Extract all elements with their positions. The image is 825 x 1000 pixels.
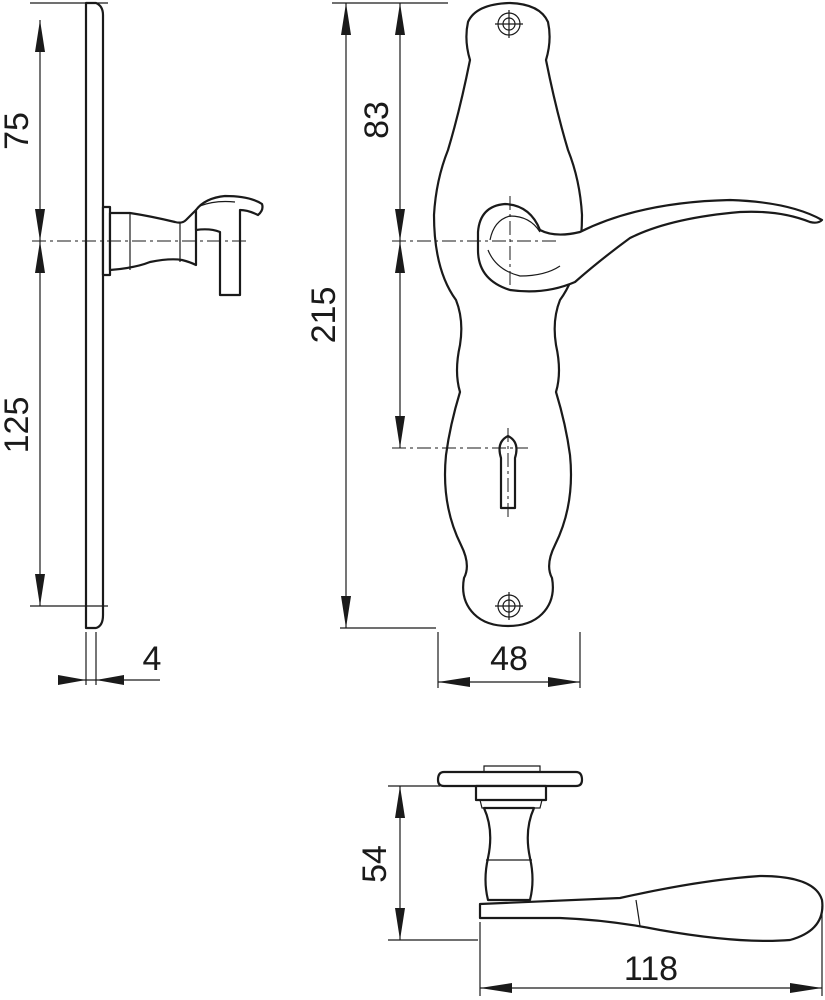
side-lever [194,194,264,297]
side-backplate [84,1,105,630]
dim-handle-length: 118 [624,950,678,988]
front-lever [476,198,824,293]
bottom-screw-icon [495,592,523,620]
side-view: 75 125 4 [0,1,264,685]
side-rose [101,205,112,277]
top-view: 54 118 [356,765,824,996]
top-lever [478,874,824,942]
front-backplate [432,1,584,628]
dim-spindle-top: 83 [358,101,396,139]
top-backplate [436,770,584,788]
front-view: 215 83 48 [305,1,824,688]
dim-plate-width: 48 [490,640,528,678]
dim-side-upper: 75 [0,112,36,150]
dim-handle-height: 54 [356,845,394,883]
dim-overall-height: 215 [305,287,343,344]
top-neck [482,806,536,902]
dim-side-lower: 125 [0,397,36,454]
dim-thickness: 4 [143,640,162,678]
top-rose [474,784,548,802]
top-screw-icon [495,10,523,38]
side-neck [108,208,198,272]
